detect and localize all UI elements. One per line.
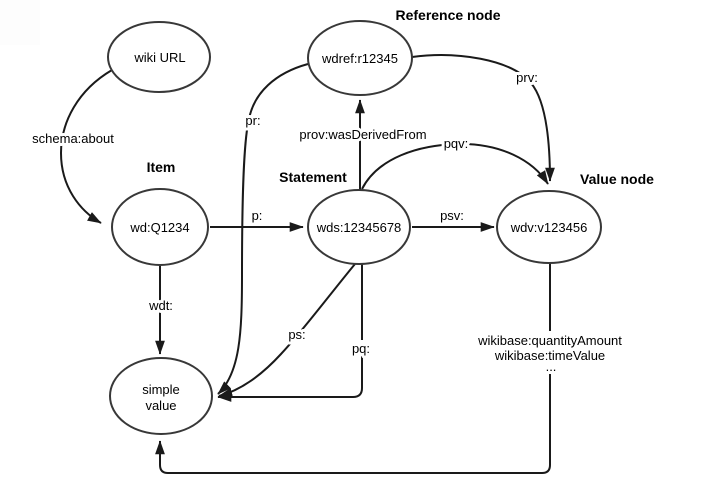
edge-pq (217, 264, 363, 402)
item-ellipse (111, 188, 209, 266)
edge-wikibase-value (155, 263, 551, 474)
value-label: wdv:v123456 (510, 220, 588, 235)
edge-pr (217, 63, 309, 395)
simple-value-label-line1: simple (142, 382, 180, 397)
wiki-url-ellipse (107, 21, 211, 93)
prov-label: prov:wasDerivedFrom (299, 127, 426, 142)
reference-label: wdref:r12345 (321, 51, 398, 66)
item-label: wd:Q1234 (129, 220, 189, 235)
edge-ps (218, 263, 356, 398)
edge-pqv (361, 142, 549, 190)
node-statement: wds:12345678 (307, 189, 411, 265)
title-reference-node: Reference node (395, 7, 500, 23)
wikibase-ellipsis-label: ... (546, 359, 557, 374)
node-reference: wdref:r12345 (307, 20, 413, 96)
simple-value-ellipse (109, 357, 213, 435)
pq-label: pq: (352, 341, 370, 356)
psv-label: psv: (440, 208, 464, 223)
p-label: p: (252, 208, 263, 223)
statement-label: wds:12345678 (316, 220, 402, 235)
prv-label: prv: (516, 70, 538, 85)
edge-prv (411, 54, 555, 182)
wdt-label: wdt: (148, 298, 173, 313)
reference-ellipse (307, 20, 413, 96)
schema-about-label: schema:about (32, 131, 114, 146)
wikibase-label-bg (479, 331, 623, 374)
title-item: Item (147, 159, 176, 175)
node-item: wd:Q1234 (111, 188, 209, 266)
pq-label-bg (348, 340, 375, 356)
value-ellipse (496, 190, 602, 264)
node-value: wdv:v123456 (496, 190, 602, 264)
ps-label: ps: (288, 327, 305, 342)
simple-value-label-line2: value (145, 398, 176, 413)
node-wiki-url: wiki URL (107, 21, 211, 93)
node-simple-value: simple value (109, 357, 213, 435)
statement-ellipse (307, 189, 411, 265)
wikibase-quantity-amount-label: wikibase:quantityAmount (477, 333, 622, 348)
wiki-url-label: wiki URL (133, 50, 185, 65)
edge-schema-about (59, 69, 113, 224)
title-statement: Statement (279, 169, 347, 185)
pqv-label: pqv: (444, 136, 469, 151)
corner-artifact (0, 0, 40, 45)
pr-label: pr: (245, 113, 260, 128)
wikibase-time-value-label: wikibase:timeValue (494, 348, 605, 363)
title-value-node: Value node (580, 171, 654, 187)
